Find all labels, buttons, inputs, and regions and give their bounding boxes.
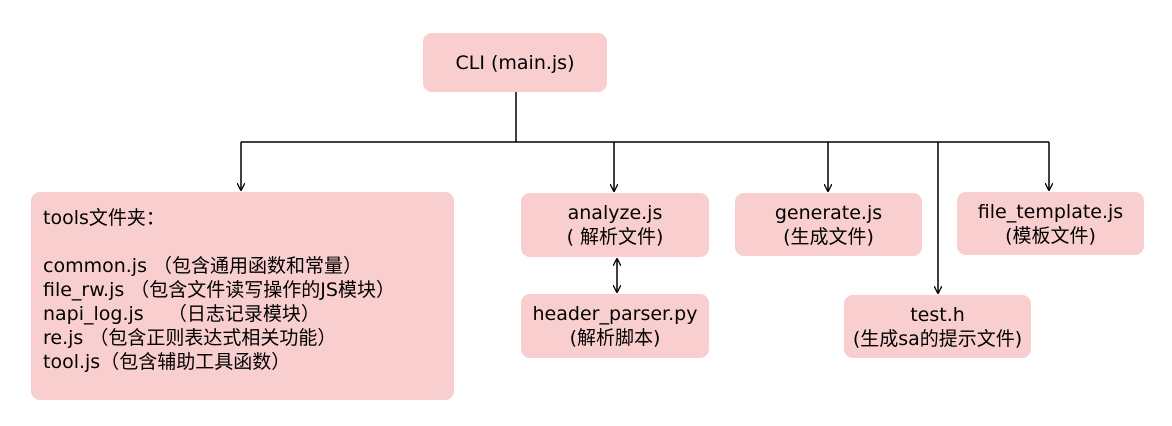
test-h-name: test.h [910,303,965,326]
tools-item-re: re.js （包含正则表达式相关功能） [43,327,337,349]
header-parser-desc: (解析脚本) [569,327,661,349]
file-template-node: file_template.js (模板文件) [957,192,1144,255]
header-parser-name: header_parser.py [532,303,698,325]
file-template-name: file_template.js [977,200,1124,223]
tools-item-napi-log: napi_log.js （日志记录模块） [43,303,320,325]
test-h-desc: (生成sa的提示文件) [852,327,1023,350]
test-h-node: test.h (生成sa的提示文件) [844,295,1031,358]
header-parser-node: header_parser.py (解析脚本) [521,294,709,358]
tools-item-tool: tool.js（包含辅助工具函数） [43,351,291,373]
root-node: CLI (main.js) [423,33,607,92]
generate-desc: (生成文件) [783,225,874,248]
tools-title: tools文件夹： [43,207,165,229]
tools-item-common: common.js （包含通用函数和常量） [43,255,363,277]
tools-item-file-rw: file_rw.js （包含文件读写操作的JS模块） [43,279,395,301]
analyze-desc: ( 解析文件) [566,226,664,248]
tools-folder-node: tools文件夹： common.js （包含通用函数和常量） file_rw.… [31,192,454,400]
analyze-node: analyze.js ( 解析文件) [521,193,709,257]
file-template-desc: (模板文件) [1005,224,1096,247]
generate-node: generate.js (生成文件) [735,193,922,256]
root-label: CLI (main.js) [455,51,575,74]
generate-name: generate.js [774,201,883,224]
analyze-name: analyze.js [567,202,663,224]
